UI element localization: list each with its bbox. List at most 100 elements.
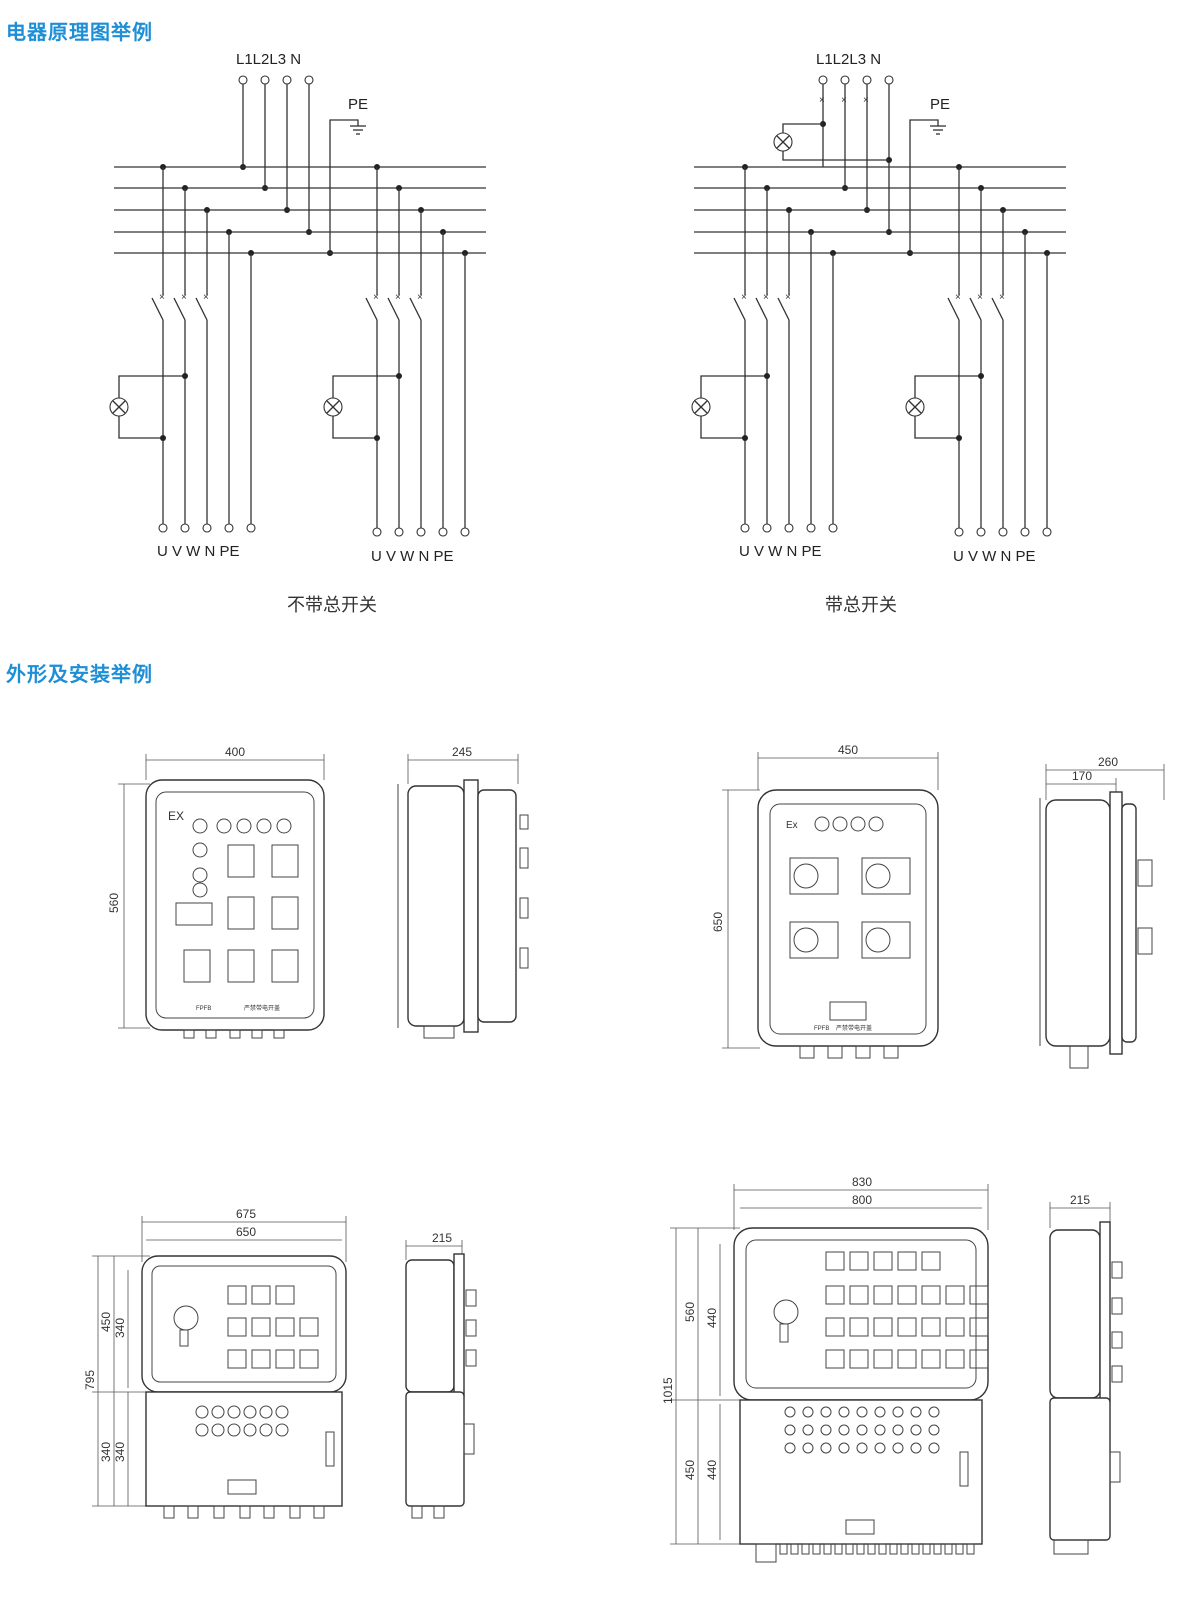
rotary-switch	[873, 1349, 893, 1369]
cable-gland	[823, 1543, 832, 1555]
supply-labels: L1L2L3 N	[236, 51, 301, 68]
dim-height-total: 795	[83, 1370, 97, 1390]
indicator-lamp	[784, 1406, 796, 1418]
cable-gland	[812, 1543, 821, 1555]
indicator-lamp	[910, 1424, 922, 1436]
nameplate: 严禁带电开盖	[244, 1004, 280, 1012]
cable-gland	[790, 1543, 799, 1555]
dim-lower-inner: 440	[705, 1460, 719, 1480]
svg-text:×: ×	[417, 292, 423, 303]
dim-lower-inner: 340	[113, 1442, 127, 1462]
cable-gland	[911, 1543, 920, 1555]
brand-mark: FPFB	[814, 1026, 829, 1032]
indicator-lamp	[820, 1424, 832, 1436]
dim-lower-outer: 340	[99, 1442, 113, 1462]
rotary-switch	[849, 1285, 869, 1305]
dim-depth: 245	[452, 745, 472, 759]
dim-lower-outer: 450	[683, 1460, 697, 1480]
indicator-lamp	[802, 1406, 814, 1418]
rotary-switch	[873, 1285, 893, 1305]
indicator-lamp	[838, 1442, 850, 1454]
rotary-switch	[921, 1317, 941, 1337]
rotary-switch	[897, 1285, 917, 1305]
caption-with-main-switch: 带总开关	[825, 595, 897, 616]
dim-width-inner: 650	[236, 1225, 256, 1239]
indicator-lamp	[892, 1424, 904, 1436]
indicator-lamp	[856, 1442, 868, 1454]
enclosure-d-side-view: 215	[1049, 1193, 1123, 1555]
rotary-switch	[825, 1317, 845, 1337]
rotary-switch	[825, 1285, 845, 1305]
rotary-switch	[945, 1317, 965, 1337]
indicator-lamp	[802, 1424, 814, 1436]
brand-mark: FPFB	[196, 1006, 211, 1012]
dim-height: 650	[711, 912, 725, 932]
rotary-switch	[873, 1251, 893, 1271]
supply-labels: L1L2L3 N	[816, 51, 881, 68]
dim-depth-inner: 170	[1072, 769, 1092, 783]
svg-text:×: ×	[819, 95, 825, 106]
indicator-lamp	[820, 1442, 832, 1454]
svg-text:×: ×	[159, 292, 165, 303]
indicator-lamp	[874, 1442, 886, 1454]
cable-gland	[867, 1543, 876, 1555]
rotary-switch	[849, 1317, 869, 1337]
indicator-lamp	[838, 1406, 850, 1418]
dim-depth-outer: 260	[1098, 755, 1118, 769]
rotary-switch	[897, 1349, 917, 1369]
rotary-switch	[849, 1349, 869, 1369]
enclosure-b-front-view: 450 650 Ex FPFB 严禁带电开盖	[711, 743, 939, 1059]
enclosure-d-front-view: 830 800 1015 560 440 450 440	[661, 1175, 989, 1563]
dim-width-outer: 830	[852, 1175, 872, 1189]
indicator-lamp	[856, 1424, 868, 1436]
indicator-lamp	[874, 1406, 886, 1418]
rotary-switch	[921, 1349, 941, 1369]
indicator-lamp	[910, 1442, 922, 1454]
indicator-lamp	[928, 1424, 940, 1436]
dim-depth: 215	[432, 1231, 452, 1245]
rotary-switch	[969, 1285, 989, 1305]
indicator-lamp	[928, 1406, 940, 1418]
rotary-switch	[825, 1349, 845, 1369]
cable-gland	[955, 1543, 964, 1555]
indicator-lamp	[892, 1406, 904, 1418]
rotary-switch	[897, 1251, 917, 1271]
svg-text:×: ×	[955, 292, 961, 303]
rotary-switch	[969, 1317, 989, 1337]
indicator-lamp	[802, 1442, 814, 1454]
indicator-lamp	[928, 1442, 940, 1454]
terminal-n	[304, 75, 314, 85]
cable-gland	[889, 1543, 898, 1555]
rotary-switch	[873, 1317, 893, 1337]
svg-text:×: ×	[841, 95, 847, 106]
cable-gland	[856, 1543, 865, 1555]
svg-text:×: ×	[763, 292, 769, 303]
cable-gland	[944, 1543, 953, 1555]
dim-depth: 215	[1070, 1193, 1090, 1207]
svg-text:×: ×	[741, 292, 747, 303]
rotary-switch	[825, 1251, 845, 1271]
svg-text:×: ×	[785, 292, 791, 303]
rotary-switch	[945, 1285, 965, 1305]
enclosure-c-front-view: 675 650 795 450 340 340 340	[83, 1207, 347, 1519]
outputs-a: U V W N PE	[739, 543, 822, 560]
indicator-lamp	[820, 1406, 832, 1418]
indicator-lamp	[838, 1424, 850, 1436]
section-heading-outline: 外形及安装举例	[6, 662, 153, 686]
indicator-lamp	[892, 1442, 904, 1454]
svg-text:×: ×	[999, 292, 1005, 303]
dim-upper-inner: 340	[113, 1318, 127, 1338]
ex-mark: Ex	[786, 820, 798, 831]
rotary-switch	[945, 1349, 965, 1369]
caption-without-main-switch: 不带总开关	[287, 595, 377, 616]
svg-text:×: ×	[203, 292, 209, 303]
pe-label: PE	[930, 96, 950, 113]
dim-upper-outer: 560	[683, 1302, 697, 1322]
outputs-a: U V W N PE	[157, 543, 240, 560]
pe-label: PE	[348, 96, 368, 113]
cable-gland	[922, 1543, 931, 1555]
enclosure-a-front-view: 400 560 EX FPFB 严禁带电开盖	[107, 745, 325, 1039]
indicator-lamp	[856, 1406, 868, 1418]
ex-mark: EX	[168, 809, 184, 823]
